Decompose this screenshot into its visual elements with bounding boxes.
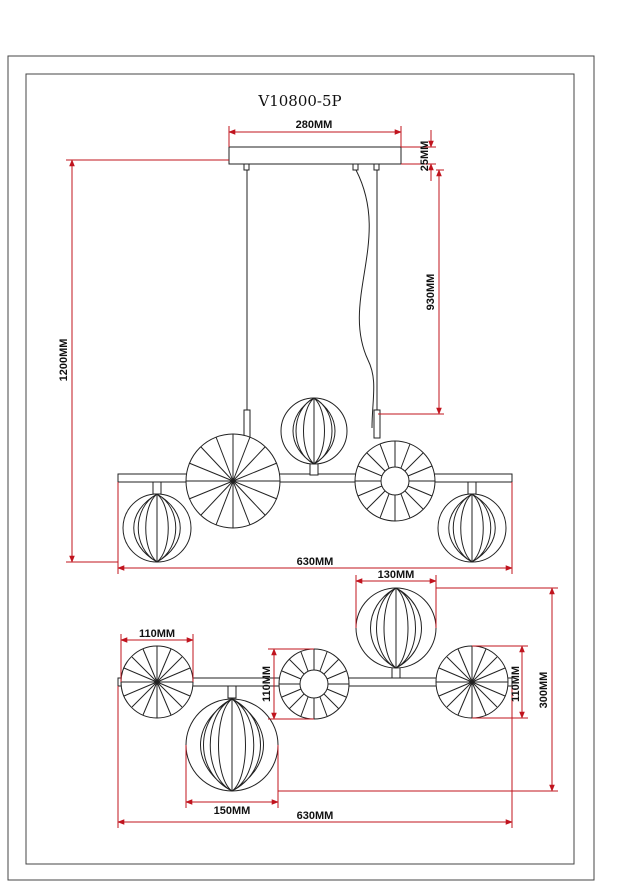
dim-total-height: 1200MM [58,339,70,382]
dim-right-shade-height: 110MM [510,666,522,702]
wire-stem [373,409,381,439]
inner-frame [25,73,575,865]
top-view [117,587,513,792]
dim-canopy-height: 25MM [419,141,431,172]
drawing-title: V10800-5P [257,92,341,110]
canopy-mount [373,163,380,171]
outer-frame [7,55,595,881]
canopy-mount [352,163,359,171]
dim-rod-length: 930MM [425,274,437,311]
dim-left-shade-width: 110MM [139,628,175,640]
dim-front-width: 630MM [297,556,334,568]
dim-canopy-width: 280MM [296,119,333,131]
power-cord [355,169,375,429]
dim-globe-width: 150MM [214,805,251,817]
wire-stem [243,409,251,439]
canopy-mount [243,163,250,171]
globe-neck [467,481,477,495]
front-view [117,146,513,563]
canopy [228,146,402,165]
dim-top-total-height: 300MM [538,672,550,709]
top-dimensions [117,575,558,828]
globe-neck [152,481,162,495]
dim-mid-shade-height: 110MM [261,666,273,702]
dim-top-shade-width: 130MM [378,569,415,581]
globe-neck [227,685,237,699]
dim-top-width: 630MM [297,810,334,822]
front-dimensions [66,126,513,574]
